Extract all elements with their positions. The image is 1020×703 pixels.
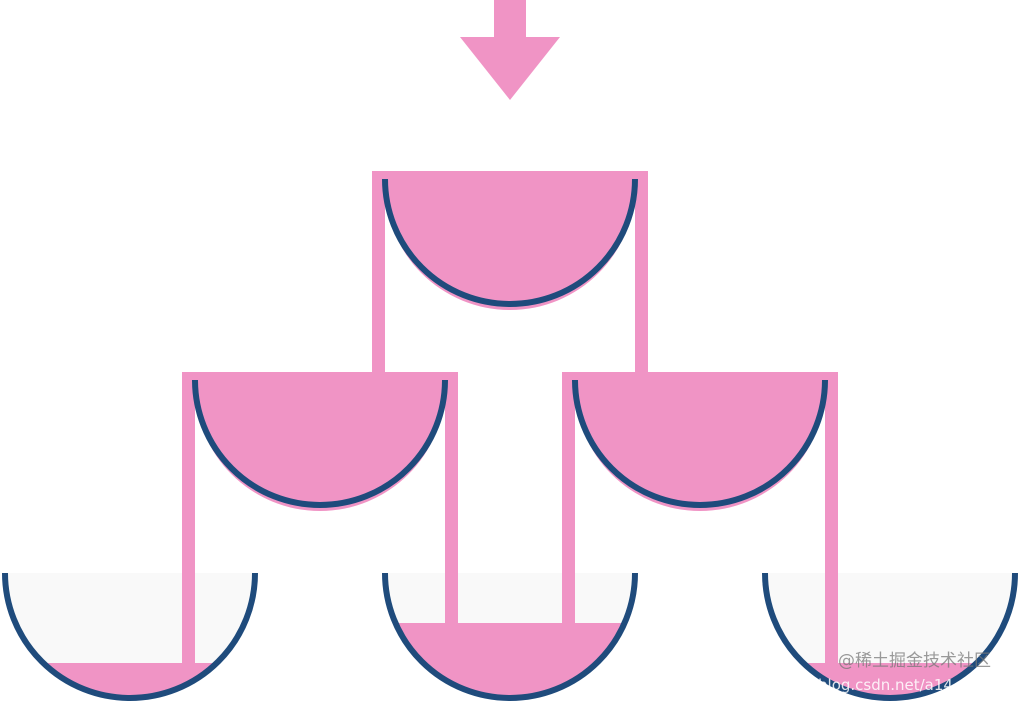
bowl-structure [2,171,1018,701]
bowl-right-leg [445,372,458,625]
bowl-frame-bar [182,372,458,386]
bowl-fill [195,386,445,511]
bowl-left-leg [562,372,575,625]
bowl-right-leg [635,171,648,380]
bowl-right-leg [825,372,838,665]
bowl-fill [385,185,635,310]
watermark-url: blog.csdn.net/a14... [818,676,968,694]
bowl-frame-bar [562,372,838,386]
bowl-left-leg [182,372,195,665]
bowl-left-leg [372,171,385,380]
bottom-bowl-rim [762,572,1018,701]
bottom-bowl-liquid [5,663,255,698]
input-arrow [460,0,560,100]
arrow-head [460,37,560,100]
watermark-text: @稀土掘金技术社区 [838,651,991,671]
bottom-bowl-rim [2,572,258,701]
bowl-frame-bar [372,171,648,185]
bowl-fill [575,386,825,511]
bottom-bowl-rim [382,572,638,701]
arrow-shaft [494,0,526,40]
bowl-rim [192,379,448,508]
bowl-rim [382,178,638,307]
bowl-rim [572,379,828,508]
